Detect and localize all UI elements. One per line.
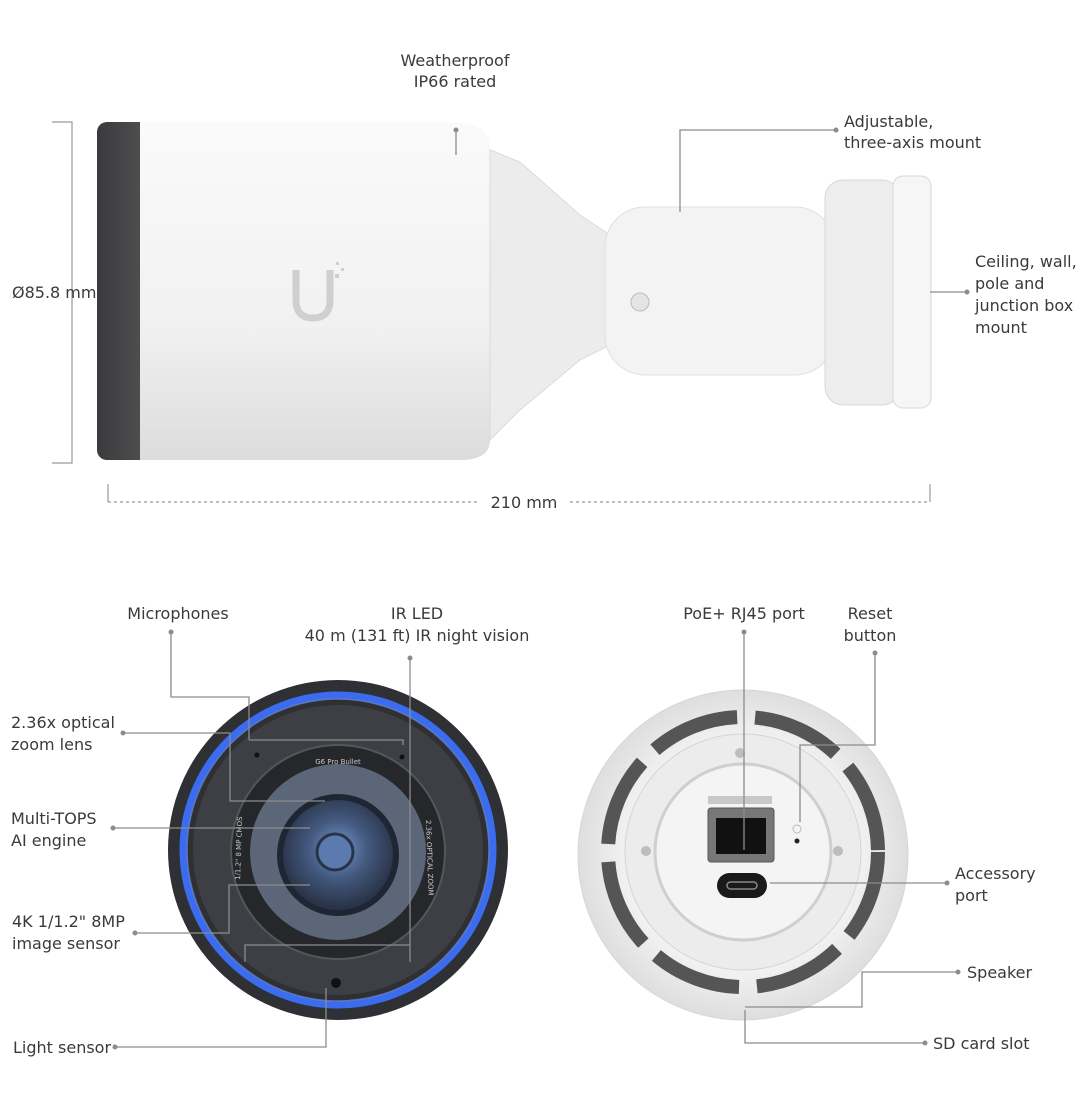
length-label: 210 mm	[491, 493, 558, 512]
mount-label: Adjustable,three-axis mount	[844, 112, 981, 152]
microphones-leader	[170, 632, 404, 745]
mount-arm	[604, 206, 836, 376]
reset-leader	[799, 653, 876, 822]
sensor-leader	[135, 884, 310, 934]
diameter-label: Ø85.8 mm	[12, 283, 96, 302]
light-sensor-leader	[115, 988, 327, 1048]
light-sensor-icon	[331, 978, 341, 988]
ir-led-ring	[179, 691, 497, 1009]
reset-button-icon	[794, 838, 800, 844]
microphones-label: Microphones	[127, 604, 228, 623]
mount-plate	[892, 175, 932, 409]
sd-label: SD card slot	[933, 1034, 1030, 1053]
camera-body	[140, 122, 490, 460]
mount-base	[824, 179, 901, 406]
poe-label: PoE+ RJ45 port	[683, 604, 805, 623]
model-print: G6 Pro Bullet	[315, 758, 361, 766]
ir-led-leader	[244, 658, 411, 962]
diameter-dimension-line	[52, 121, 73, 464]
sensor-print: 1/1.2" 8 MP CMOS	[234, 816, 244, 880]
mount-leader	[679, 129, 836, 212]
microphone-left	[254, 752, 260, 758]
rear-ring	[601, 710, 885, 994]
camera-front-view: G6 Pro Bullet 1/1.2" 8 MP CMOS 2.36x OPT…	[11, 604, 529, 1057]
ubiquiti-logo-icon	[292, 262, 344, 322]
screw-icon	[630, 292, 650, 312]
zoom-lens-leader	[123, 732, 325, 802]
zoom-print: 2.36x OPTICAL ZOOM	[424, 820, 435, 896]
length-dimension-ticks	[107, 484, 931, 502]
neck	[489, 149, 611, 442]
light-sensor-label: Light sensor	[13, 1038, 111, 1057]
usb-c-port-icon	[717, 873, 767, 898]
microphone-right	[399, 754, 405, 760]
speaker-label: Speaker	[967, 963, 1033, 982]
speaker-leader	[745, 971, 958, 1008]
sd-leader	[744, 1010, 925, 1044]
port-print: PoE IN ⚡+	[722, 797, 757, 805]
